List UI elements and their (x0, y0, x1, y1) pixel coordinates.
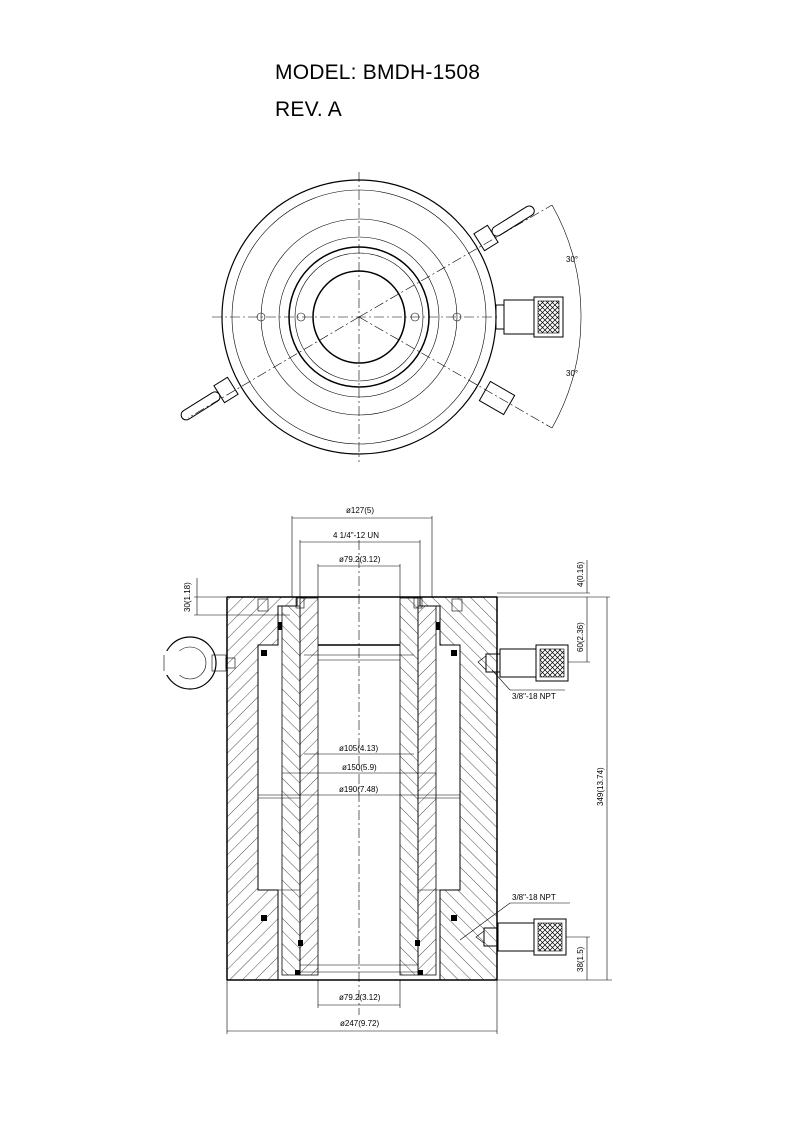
revision-label: REV. A (275, 98, 342, 121)
dim-d105: ø105(4.13) (339, 744, 378, 753)
section-view: ø127(5) 4 1/4"-12 UN ø79.2(3.12) 30(1.18… (162, 506, 612, 1034)
carry-handle-lower-icon (180, 376, 239, 421)
top-view: 30° 30° (180, 172, 582, 462)
lower-30deg-line (358, 316, 553, 429)
dim-d79-bottom: ø79.2(3.12) (339, 993, 381, 1002)
dim-60: 60(2.36) (576, 622, 585, 652)
plunger-inner-circle (294, 252, 424, 382)
dim-top-4: 4(0.16) (576, 561, 585, 587)
dim-port-top: 3/8"-18 NPT (512, 692, 556, 701)
dim-d127: ø127(5) (346, 506, 374, 515)
dim-d190: ø190(7.48) (339, 785, 378, 794)
outer-chamfer-circle (231, 189, 487, 445)
upper-angle-arc (551, 204, 582, 318)
dim-d247: ø247(9.72) (340, 1019, 379, 1028)
right-tube-wall (399, 597, 419, 976)
lower-angle-arc (551, 316, 582, 429)
bolt-circle-ring (260, 218, 458, 416)
plunger-circle (288, 246, 430, 388)
hydraulic-coupler-icon (495, 296, 564, 338)
dim-349: 349(13.74) (596, 767, 605, 806)
set-screw-holes (256, 312, 462, 322)
seal-rings (261, 622, 457, 975)
dim-d150: ø150(5.9) (342, 763, 377, 772)
center-hole-circle (312, 270, 406, 364)
left-plunger-wall (281, 605, 301, 976)
set-screws-top (257, 597, 463, 612)
dim-thread: 4 1/4"-12 UN (333, 531, 379, 540)
right-plunger-wall (417, 605, 437, 976)
left-tube-wall (299, 597, 319, 976)
ring-circle (278, 236, 440, 398)
upper-port-coupler-icon (477, 644, 569, 682)
port-block-icon (478, 380, 516, 416)
lower-port-coupler-icon (475, 918, 567, 956)
dim-30: 30(1.18) (183, 582, 192, 612)
upper-30deg-line (358, 204, 553, 318)
side-handle-icon (162, 636, 236, 690)
dim-38: 38(1.5) (576, 946, 585, 972)
lower-angle-label: 30° (566, 369, 578, 378)
upper-angle-label: 30° (566, 255, 578, 264)
carry-handle-upper-icon (473, 205, 535, 252)
dim-d79-top: ø79.2(3.12) (339, 555, 381, 564)
handle-axis-line (187, 316, 360, 419)
dim-port-bottom: 3/8"-18 NPT (512, 893, 556, 902)
model-title: MODEL: BMDH-1508 (275, 61, 481, 84)
